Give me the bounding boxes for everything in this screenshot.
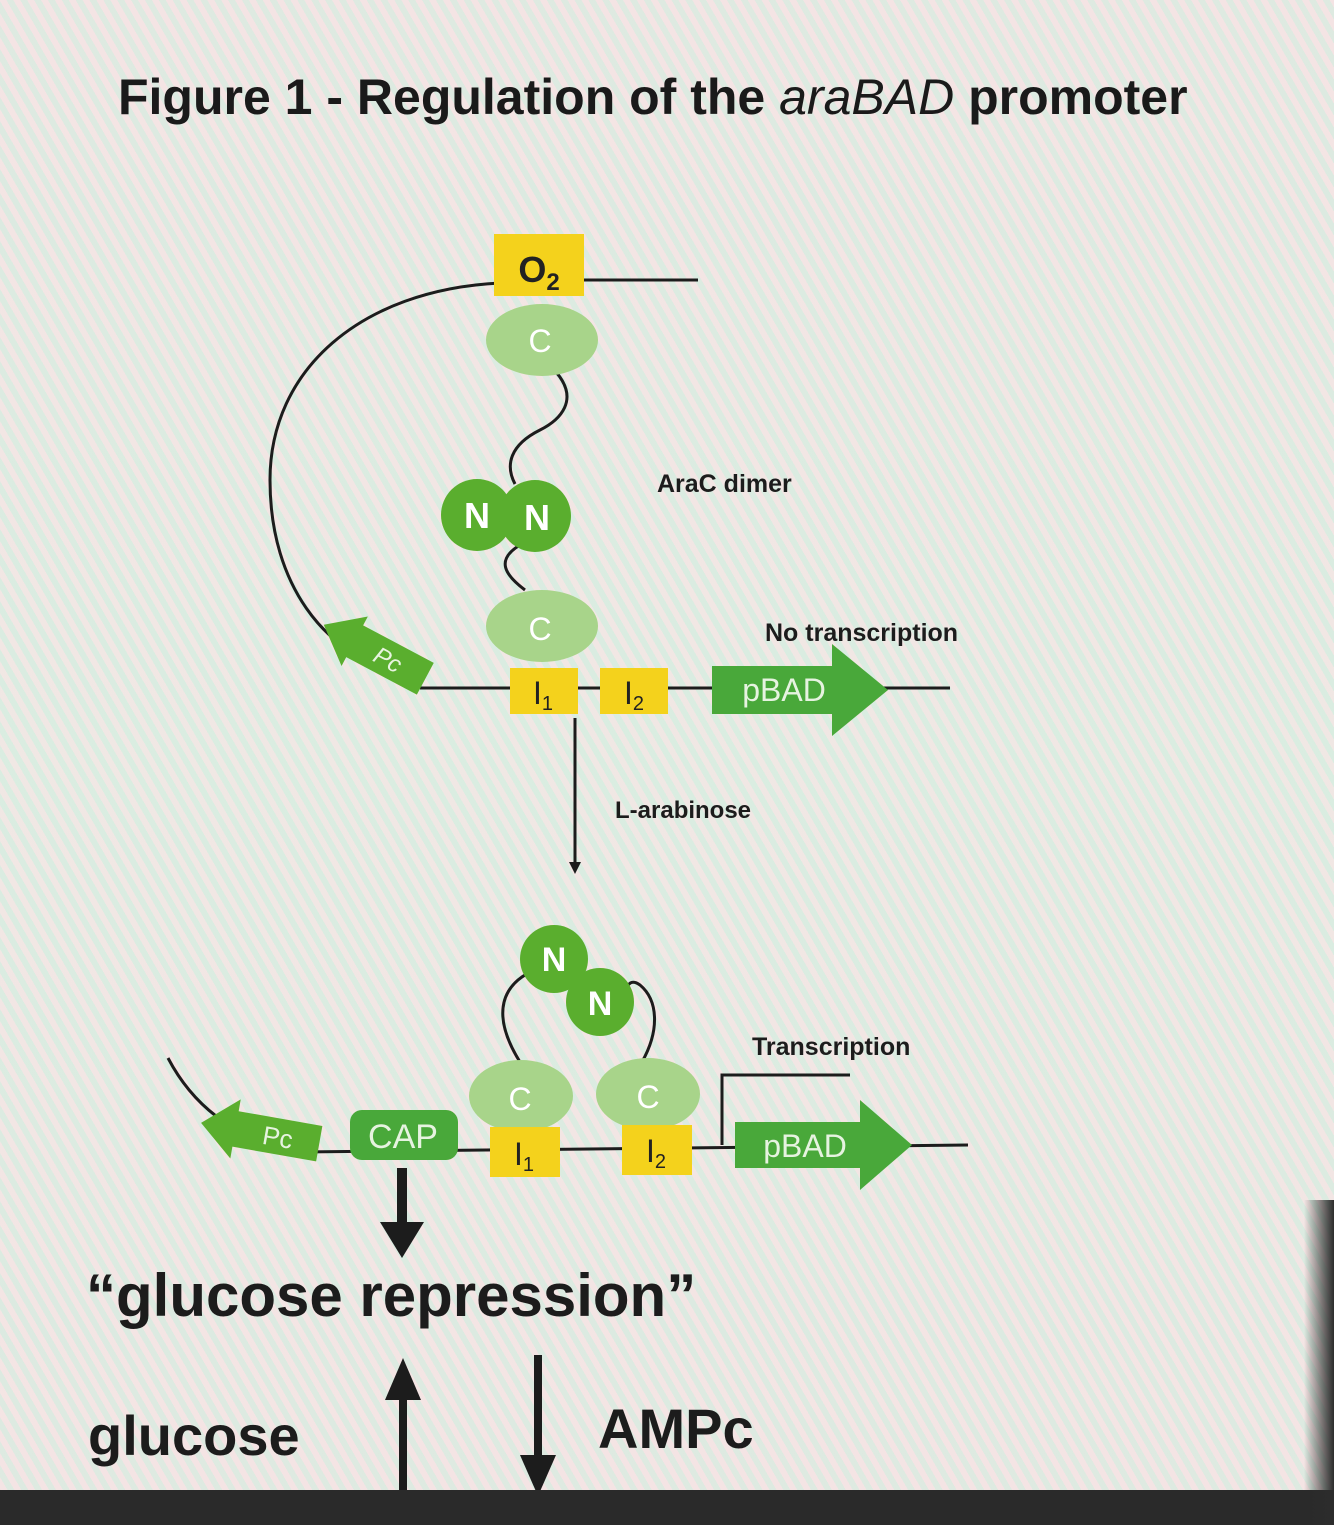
- transcription-label: Transcription: [752, 1033, 910, 1061]
- title-suffix: promoter: [954, 69, 1188, 125]
- i1-label: I1: [514, 1136, 534, 1176]
- pc-promoter-arrow: Pc: [323, 616, 434, 695]
- transcription-start-arrow: [720, 1073, 850, 1145]
- glucose-up-arrow: [385, 1358, 421, 1498]
- n-upper-label: N: [542, 941, 567, 979]
- arac-n-domain-left: [441, 479, 513, 551]
- arac-c-domain-lower: [486, 590, 598, 662]
- c-left-label: C: [508, 1081, 531, 1117]
- title-prefix: Figure 1 - Regulation of the: [118, 69, 780, 125]
- cap-down-arrow: [380, 1168, 424, 1258]
- i2-label: I2: [624, 675, 644, 715]
- figure-title: Figure 1 - Regulation of the araBAD prom…: [118, 68, 1188, 126]
- n-lower-label: N: [588, 985, 613, 1023]
- arac-linker-upper: [508, 371, 569, 485]
- n-left-label: N: [464, 495, 490, 536]
- cap-label: CAP: [368, 1118, 438, 1156]
- i1-operator: [510, 668, 578, 714]
- o2-operator: [494, 234, 584, 296]
- arac-n-domain-upper: [520, 925, 588, 993]
- glucose-label: glucose: [88, 1404, 300, 1467]
- i2-operator: [600, 668, 668, 714]
- photo-bottom-edge: [0, 1490, 1334, 1525]
- no-transcription-label: No transcription: [765, 619, 958, 647]
- ampc-label: AMPc: [598, 1397, 754, 1460]
- cap-protein: [350, 1110, 458, 1160]
- arac-dimer-label: AraC dimer: [657, 470, 792, 498]
- ampc-down-arrow: [520, 1355, 556, 1496]
- i1-operator: [490, 1127, 560, 1177]
- c-upper-label: C: [528, 323, 551, 359]
- c-right-label: C: [636, 1079, 659, 1115]
- pc-promoter-arrow: Pc: [201, 1099, 323, 1162]
- arac-n-domain-lower: [566, 968, 634, 1036]
- bottom-panel: C C N N Pc CAP I1 I2 Transcription pBAD: [166, 925, 969, 1190]
- pbad-promoter-arrow: [735, 1100, 912, 1190]
- arac-c-domain-upper: [486, 304, 598, 376]
- title-gene: araBAD: [779, 69, 955, 125]
- pbad-promoter-arrow: [712, 644, 888, 736]
- i2-operator: [622, 1125, 692, 1175]
- arac-linker-lower: [503, 543, 526, 592]
- glucose-repression-label: “glucose repression”: [86, 1262, 696, 1329]
- pbad-label: pBAD: [742, 672, 826, 708]
- n-right-label: N: [524, 497, 550, 538]
- pc-label: Pc: [260, 1120, 295, 1155]
- o2-label: O2: [518, 249, 559, 296]
- arac-n-domain-right: [499, 480, 571, 552]
- top-panel: O2 C N N C AraC dimer Pc I1 I2 pBAD No t…: [268, 234, 958, 736]
- dna-loop: [268, 281, 501, 667]
- photo-right-edge: [1304, 1200, 1334, 1525]
- i1-label: I1: [533, 675, 553, 715]
- i2-label: I2: [646, 1133, 666, 1173]
- arac-c-domain-right: [596, 1058, 700, 1130]
- c-lower-label: C: [528, 611, 551, 647]
- arac-c-domain-left: [469, 1060, 573, 1132]
- l-arabinose-label: L-arabinose: [615, 797, 751, 824]
- pbad-label: pBAD: [763, 1128, 847, 1164]
